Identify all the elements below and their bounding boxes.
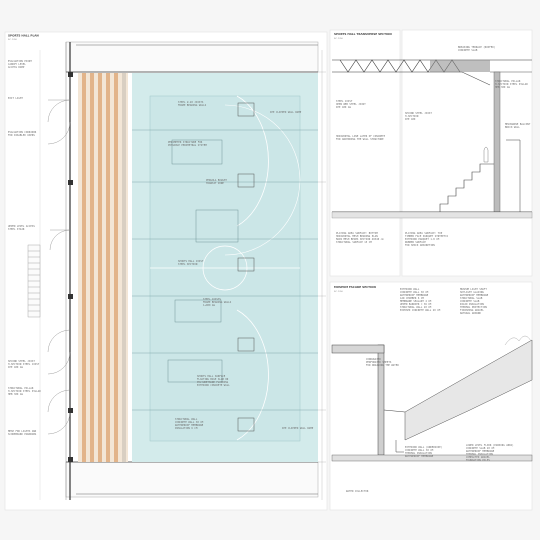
- facade-roof-slab: [331, 344, 385, 354]
- center-circle: [202, 245, 248, 291]
- note-ramp-lower: IPE CLIPPED WALL RAMP: [282, 427, 314, 430]
- floor-slab: [331, 211, 533, 219]
- arc-upper: [224, 104, 301, 256]
- transverse-scale: SC. 1/50: [334, 38, 343, 40]
- facade-scale: SC. 1/50: [334, 291, 343, 293]
- note-exit-light: EXIT LIGHT: [8, 97, 23, 100]
- sports-hall-plan: SPORTS HALL PLAN SC. 1/50: [4, 31, 328, 511]
- door-swings: [47, 99, 71, 435]
- three-point-arc-south: [236, 309, 269, 441]
- steel-stair: [27, 244, 41, 318]
- north-ramp-zone: [65, 41, 319, 73]
- vegetation: [504, 335, 532, 346]
- museum-facade-section: MUSEUM FACADE SECTION SC. 1/50 EXTERIOR …: [329, 281, 533, 511]
- court-boundary: [149, 95, 301, 442]
- f-note-water-collector: WATER COLLECTOR: [346, 490, 369, 493]
- facade-frame: [329, 281, 533, 511]
- roof-slope: [461, 71, 491, 86]
- lower-floor-slab: [331, 454, 533, 462]
- human-figure: [483, 146, 489, 163]
- sloped-terrain: [404, 339, 533, 441]
- bleacher-seating: [78, 73, 128, 462]
- f-note-lower-floor: LOWER LEVEL FLOOR (PARKING AREA)CONCRETE…: [466, 444, 514, 462]
- t-note-terrace: BREAKING TERRACE (ROOFED)CONCRETE SLAB: [458, 46, 495, 52]
- corrugated-sheet: [383, 409, 406, 413]
- scoreboard-boxes: [167, 139, 239, 383]
- plan-scale: SC. 1/50: [8, 39, 17, 41]
- section-wall: [493, 71, 501, 213]
- dimension-lines: [318, 50, 326, 500]
- lighting-units: [237, 102, 255, 432]
- water-collector: [395, 440, 404, 453]
- plan-title: SPORTS HALL PLAN: [8, 34, 39, 38]
- roof-slab-section: [430, 60, 490, 72]
- note-ramp-upper: IPE CLIPPED WALL RAMP: [270, 111, 302, 114]
- structural-pillars: [68, 72, 73, 462]
- transverse-section: SPORTS HALL TRANSVERSE SECTION SC. 1/50 …: [329, 29, 533, 277]
- bleacher-steps: [439, 163, 494, 212]
- three-point-arc-north: [236, 95, 269, 227]
- mezzanine-balcony: [506, 139, 521, 212]
- transverse-title: SPORTS HALL TRANSVERSE SECTION: [334, 32, 392, 36]
- south-ramp-zone: [65, 461, 319, 498]
- facade-title: MUSEUM FACADE SECTION: [334, 285, 376, 289]
- roof-frame-lines: [132, 129, 318, 411]
- f-note-underside-wall: EXTERIOR WALL (UNDERSIDE)CONCRETE WALL 3…: [405, 446, 442, 458]
